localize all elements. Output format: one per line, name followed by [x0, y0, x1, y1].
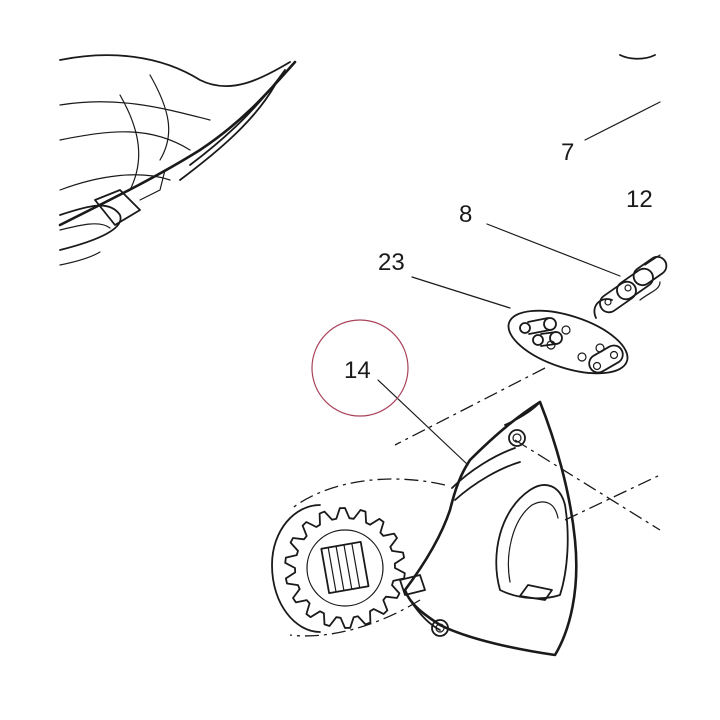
- bodywork-panel: [58, 54, 297, 266]
- callout-14: 14: [344, 357, 371, 384]
- callout-23: 23: [378, 249, 405, 276]
- chain-links: [593, 254, 668, 319]
- master-link-kit: [411, 276, 629, 375]
- assembly-lines: [289, 367, 661, 637]
- callout-7: 7: [561, 139, 574, 166]
- highlight-circle: [311, 319, 409, 417]
- master-link-pins: [519, 317, 571, 350]
- callout-12: 12: [626, 186, 653, 213]
- callout-8: 8: [459, 201, 472, 228]
- sprocket-cover: [377, 379, 578, 657]
- chain-assembly: [486, 54, 668, 319]
- master-link-plate: [577, 343, 624, 374]
- front-sprocket: [271, 504, 406, 633]
